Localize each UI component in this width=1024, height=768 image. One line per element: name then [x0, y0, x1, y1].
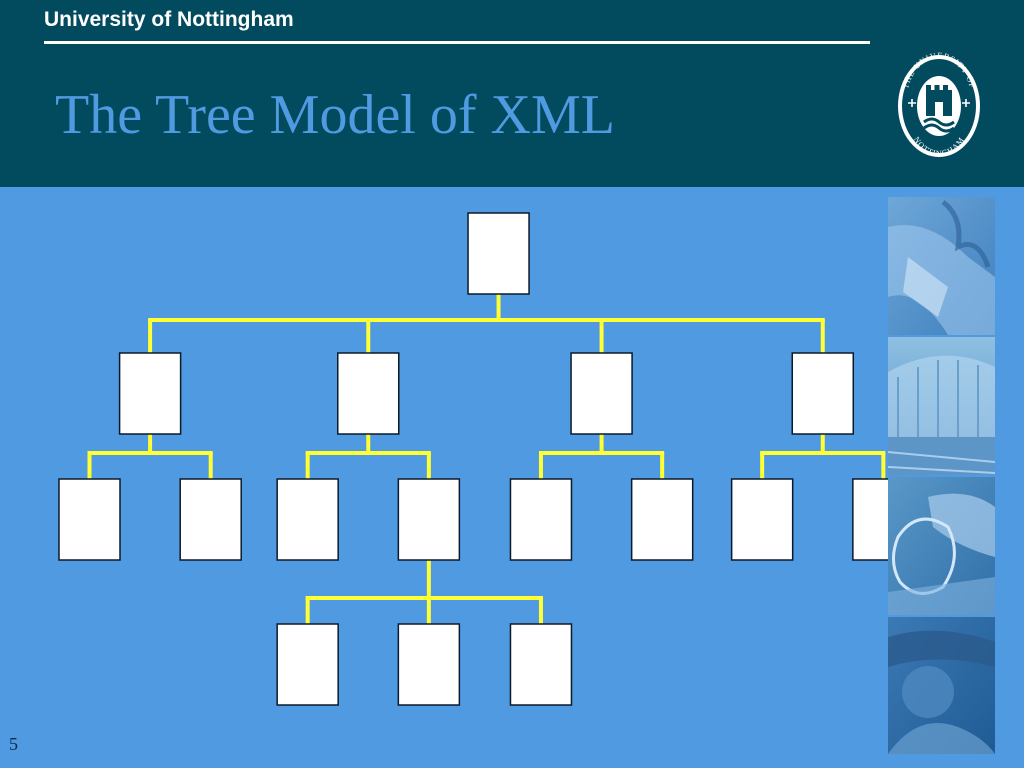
photo-strip [888, 197, 995, 754]
student-photo-icon [888, 617, 995, 754]
tree-node-box [276, 478, 339, 561]
tree-node-box [570, 352, 633, 435]
tree-node-box [630, 478, 694, 561]
tree-node-box [397, 478, 461, 561]
tree-node-box [397, 623, 461, 706]
institution-name: University of Nottingham [44, 8, 294, 31]
tree-node-box [852, 478, 890, 561]
tree-node-box [337, 352, 400, 435]
tree-node-box [118, 352, 182, 435]
university-crest-icon: THE UNIVERSITY OF NOTTINGHAM [898, 51, 980, 158]
tree-node-box [467, 212, 530, 295]
hand-illustration-icon [888, 197, 995, 335]
slide-title: The Tree Model of XML [55, 84, 615, 146]
tree-node-box [276, 623, 339, 706]
tree-node-box [58, 478, 121, 561]
header-band: University of Nottingham The Tree Model … [0, 0, 1024, 187]
header-divider [44, 41, 870, 44]
tree-node-box [509, 478, 573, 561]
tree-node-box [730, 478, 794, 561]
slide-number: 5 [9, 734, 18, 754]
computer-mouse-icon [888, 477, 995, 615]
tree-node-box [509, 623, 573, 706]
tree-node-box [791, 352, 855, 435]
tree-node-box [179, 478, 242, 561]
xml-tree-diagram [58, 212, 890, 706]
glass-building-icon [888, 337, 995, 475]
